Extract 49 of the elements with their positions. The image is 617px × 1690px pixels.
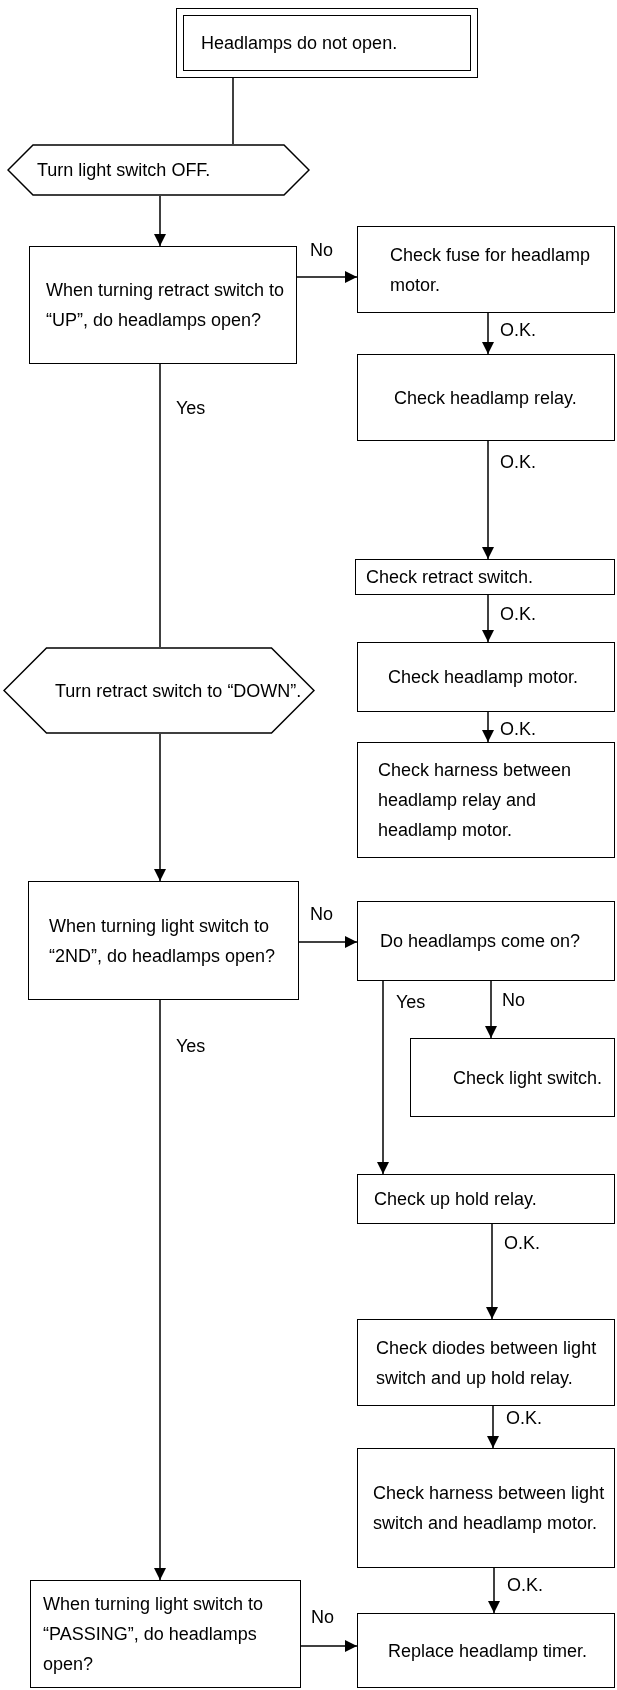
- step-text: Do headlamps come on?: [380, 930, 582, 953]
- process-box: [357, 1613, 615, 1688]
- process-box: [30, 1580, 301, 1688]
- process-box: [357, 901, 615, 981]
- step-text: Turn light switch OFF.: [37, 159, 212, 182]
- process-box: [355, 559, 615, 595]
- arrow: [482, 440, 494, 560]
- step-text: Check headlamp motor.: [388, 666, 580, 689]
- process-box: [357, 1174, 615, 1224]
- arrow: [154, 999, 166, 1581]
- process-box: [357, 642, 615, 712]
- process-box: [357, 226, 615, 313]
- start-box: [176, 8, 478, 78]
- preparation-hexagon: [3, 647, 315, 734]
- arrow: [482, 711, 494, 743]
- process-box: [357, 1319, 615, 1406]
- arrow: [482, 594, 494, 643]
- process-box: [28, 881, 299, 1000]
- arrow: [485, 980, 497, 1039]
- arrow: [488, 1567, 500, 1614]
- step-text: Headlamps do not open.: [201, 32, 399, 55]
- arrow: [296, 271, 358, 283]
- step-text: When turning light switch to “PASSING”, do headlamps open?: [43, 1593, 265, 1676]
- step-text: Check harness between headlamp relay and headlamp motor.: [378, 759, 573, 842]
- arrow: [486, 1223, 498, 1320]
- arrow: [300, 1640, 358, 1652]
- arrow: [298, 936, 358, 948]
- arrow: [154, 733, 166, 882]
- step-text: Check light switch.: [453, 1066, 604, 1090]
- process-box: [357, 742, 615, 858]
- step-text: Replace headlamp timer.: [388, 1639, 589, 1663]
- step-text: Check fuse for headlamp motor.: [390, 243, 592, 297]
- process-box: [410, 1038, 615, 1117]
- arrow: [377, 980, 389, 1175]
- preparation-hexagon: [7, 144, 310, 196]
- arrow: [154, 195, 166, 247]
- step-text: Check diodes between light switch and up hold relay.: [376, 1336, 598, 1390]
- arrow: [487, 1405, 499, 1449]
- step-text: Check up hold relay.: [374, 1188, 538, 1211]
- process-box: [357, 1448, 615, 1568]
- process-box: [357, 354, 615, 441]
- arrow: [482, 312, 494, 355]
- step-text: Check headlamp relay.: [394, 386, 578, 410]
- step-text: When turning light switch to “2ND”, do headlamps open?: [49, 914, 277, 968]
- step-text: When turning retract switch to “UP”, do headlamps open?: [46, 279, 286, 332]
- step-text: Turn retract switch to “DOWN”.: [55, 679, 303, 703]
- step-text: Check retract switch.: [366, 566, 535, 589]
- process-box: [29, 246, 297, 364]
- step-text: Check harness between light switch and headlamp motor.: [373, 1482, 606, 1535]
